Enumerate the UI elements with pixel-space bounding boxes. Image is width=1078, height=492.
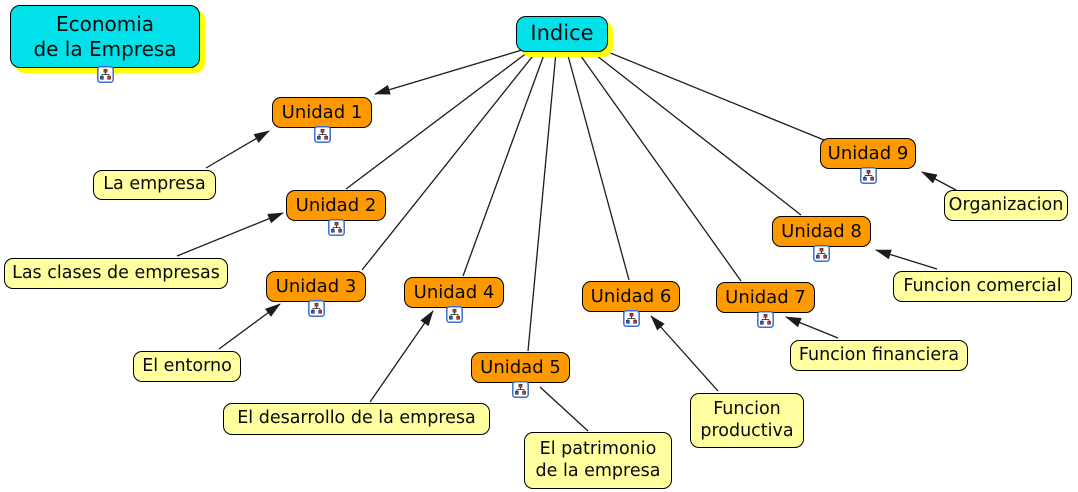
concept-node-u6[interactable]: Unidad 6 xyxy=(582,281,680,312)
concept-node-u9[interactable]: Unidad 9 xyxy=(820,138,916,169)
resource-link-icon[interactable] xyxy=(445,306,463,323)
concept-node-title[interactable]: Economia de la Empresa xyxy=(10,5,200,68)
concept-node-t8[interactable]: Funcion comercial xyxy=(893,271,1072,302)
concept-node-label: La empresa xyxy=(103,174,206,195)
edge-t4-u4 xyxy=(369,310,434,403)
edge-t7-u7 xyxy=(785,316,839,339)
concept-node-label: El desarrollo de la empresa xyxy=(237,408,476,429)
concept-node-label: Unidad 6 xyxy=(590,285,672,307)
concept-node-label: Indice xyxy=(530,21,594,46)
resource-link-icon[interactable] xyxy=(307,300,325,317)
concept-node-t4[interactable]: El desarrollo de la empresa xyxy=(223,403,490,435)
concept-node-label: Funcion comercial xyxy=(903,275,1062,296)
concept-node-label: Funcion productiva xyxy=(700,399,794,441)
resource-link-icon[interactable] xyxy=(757,311,774,328)
concept-node-t9[interactable]: Organizacion xyxy=(944,190,1068,221)
concept-node-label: Organizacion xyxy=(948,194,1064,215)
concept-node-t5[interactable]: El patrimonio de la empresa xyxy=(524,432,672,489)
concept-node-label: Unidad 7 xyxy=(725,286,806,308)
concept-node-label: Unidad 5 xyxy=(480,356,561,378)
edge-u5-t5 xyxy=(539,386,589,432)
concept-node-t1[interactable]: La empresa xyxy=(93,170,216,200)
edge-t3-u3 xyxy=(218,303,281,350)
edge-t1-u1 xyxy=(205,130,270,169)
concept-node-u8[interactable]: Unidad 8 xyxy=(772,216,871,247)
concept-node-label: El entorno xyxy=(142,355,232,376)
edge-t9-u9 xyxy=(921,171,957,191)
edge-indice-u6 xyxy=(566,51,630,281)
edge-indice-u8 xyxy=(591,51,802,216)
edge-t2-u2 xyxy=(176,212,284,257)
concept-node-t6[interactable]: Funcion productiva xyxy=(690,393,804,448)
edge-indice-u2 xyxy=(345,51,529,190)
edge-indice-u3 xyxy=(361,51,537,271)
edge-t8-u8 xyxy=(875,249,938,270)
concept-node-label: Funcion financiera xyxy=(798,344,960,365)
resource-link-icon[interactable] xyxy=(813,245,830,262)
concept-node-u2[interactable]: Unidad 2 xyxy=(286,190,386,221)
resource-link-icon[interactable] xyxy=(327,219,345,236)
concept-node-label: Unidad 2 xyxy=(295,194,377,216)
resource-link-icon[interactable] xyxy=(622,310,640,327)
concept-node-u3[interactable]: Unidad 3 xyxy=(266,271,366,302)
concept-node-t3[interactable]: El entorno xyxy=(133,351,241,382)
concept-node-t2[interactable]: Las clases de empresas xyxy=(4,258,228,289)
edge-indice-u9 xyxy=(602,49,825,141)
concept-node-label: Las clases de empresas xyxy=(12,262,220,283)
resource-link-icon[interactable] xyxy=(859,167,877,184)
edge-indice-u7 xyxy=(577,51,742,282)
concept-node-u7[interactable]: Unidad 7 xyxy=(716,282,815,313)
edge-t6-u6 xyxy=(650,315,719,392)
concept-node-indice[interactable]: Indice xyxy=(516,16,608,52)
resource-link-icon[interactable] xyxy=(96,66,114,83)
concept-node-label: Unidad 4 xyxy=(413,281,495,303)
resource-link-icon[interactable] xyxy=(313,126,331,143)
concept-node-u1[interactable]: Unidad 1 xyxy=(272,97,372,128)
concept-node-label: Economia de la Empresa xyxy=(33,12,177,61)
edge-indice-u5 xyxy=(527,51,557,352)
concept-node-label: Unidad 9 xyxy=(827,142,909,164)
concept-node-label: Unidad 3 xyxy=(275,275,357,297)
concept-node-u5[interactable]: Unidad 5 xyxy=(471,352,570,383)
concept-node-t7[interactable]: Funcion financiera xyxy=(790,340,968,371)
concept-node-label: El patrimonio de la empresa xyxy=(535,439,661,481)
resource-link-icon[interactable] xyxy=(512,381,529,398)
concept-node-label: Unidad 8 xyxy=(781,220,862,242)
edge-indice-u4 xyxy=(462,51,546,277)
concept-node-u4[interactable]: Unidad 4 xyxy=(404,277,504,308)
edge-indice-u1 xyxy=(374,49,523,95)
concept-node-label: Unidad 1 xyxy=(281,101,363,123)
